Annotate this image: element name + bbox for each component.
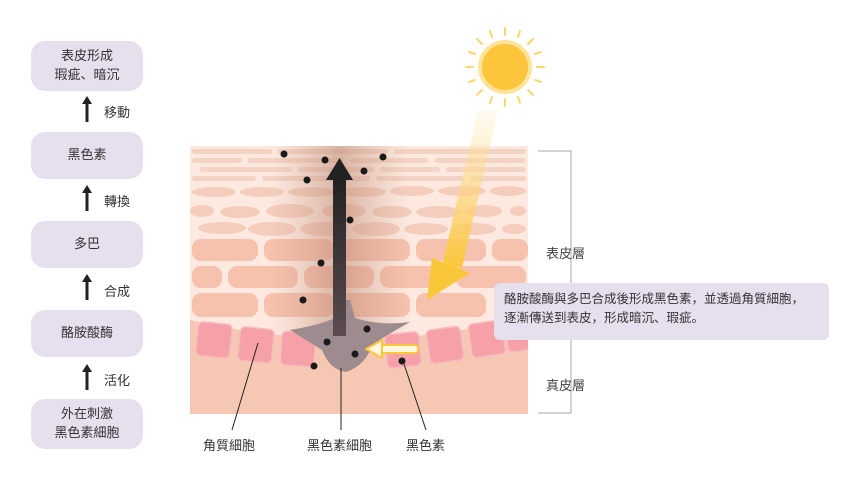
transition-label-activate: 活化 — [104, 374, 131, 389]
transition-label-convert: 轉換 — [104, 195, 131, 210]
explanation-callout: 酪胺酸酶與多巴合成後形成黑色素，並透過角質細胞， 逐漸傳送到表皮，形成暗沉、瑕疵… — [494, 283, 829, 340]
melanocyte-label: 黑色素細胞 — [307, 439, 373, 454]
transition-label-move: 移動 — [104, 106, 131, 121]
flow-step-stimulus: 外在刺激 黑色素細胞 — [31, 399, 143, 449]
flow-step-dopa: 多巴 — [31, 221, 143, 268]
up-arrow-icon — [82, 96, 92, 122]
flow-step-blemish: 表皮形成 瑕疵、暗沉 — [31, 41, 143, 91]
up-arrow-icon — [82, 274, 92, 300]
transition-label-synthesize: 合成 — [104, 285, 131, 300]
flow-step-tyrosinase: 酪胺酸酶 — [31, 310, 143, 357]
up-arrow-icon — [82, 185, 92, 211]
epidermis-label: 表皮層 — [546, 247, 586, 262]
up-arrow-icon — [82, 364, 92, 390]
dermis-label: 真皮層 — [546, 379, 586, 394]
sun-icon — [465, 27, 545, 107]
melanin-label: 黑色素 — [406, 439, 446, 454]
keratinocyte-label: 角質細胞 — [203, 439, 256, 454]
flow-step-melanin: 黑色素 — [31, 132, 143, 179]
